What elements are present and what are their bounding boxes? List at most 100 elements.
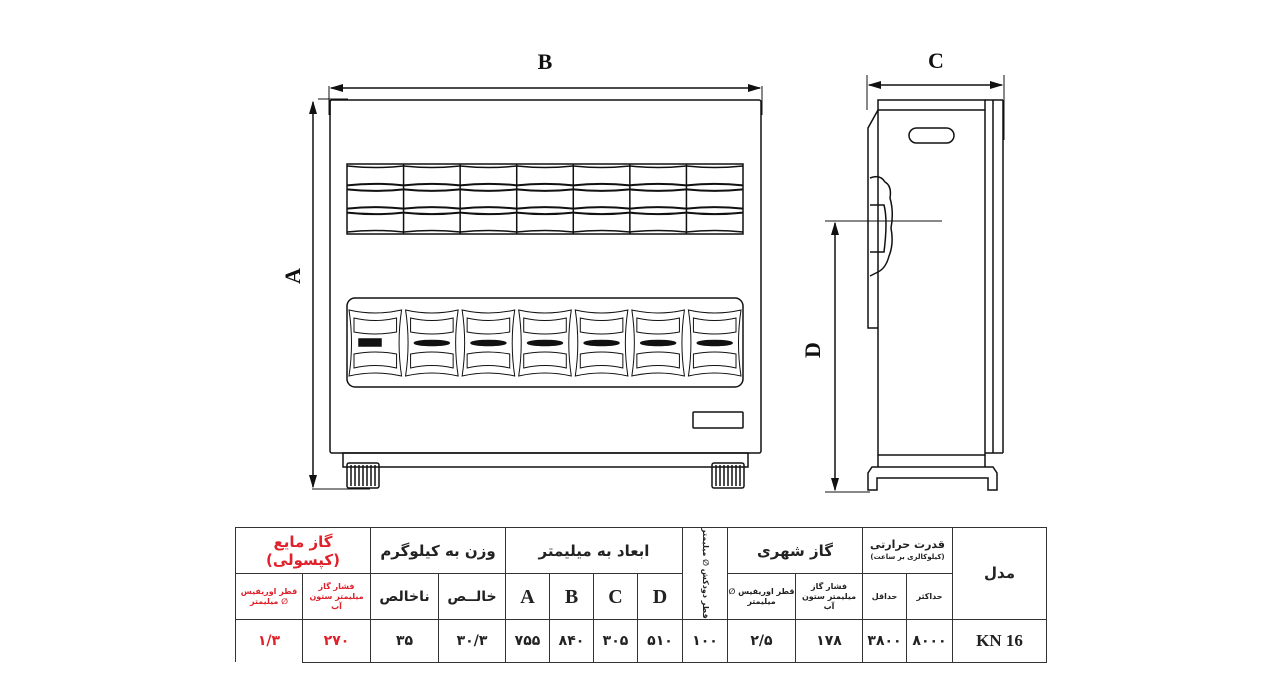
side-handle bbox=[908, 127, 955, 144]
dimension-label-a: A bbox=[280, 268, 305, 284]
burner-slot bbox=[692, 351, 737, 369]
cell-gross: ۳۵ bbox=[370, 618, 439, 663]
side-view bbox=[825, 75, 1005, 493]
header-weight: وزن به کیلوگرم bbox=[370, 526, 506, 575]
louver bbox=[460, 206, 517, 216]
heat-capacity-unit: (کیلوکالری بر ساعت) bbox=[870, 552, 945, 561]
foot-body bbox=[711, 462, 745, 489]
louver bbox=[346, 206, 404, 216]
subheader-row: قطر اوریفیس ∅ میلیمتر فشار گاز میلیمتر س… bbox=[235, 573, 1047, 620]
louver bbox=[629, 165, 687, 169]
louver bbox=[686, 229, 744, 233]
front-body bbox=[329, 99, 762, 454]
header-heat-capacity: قدرت حرارتی (کیلوکالری بر ساعت) bbox=[862, 526, 953, 575]
louver bbox=[629, 182, 687, 192]
sub-c: C bbox=[593, 573, 638, 620]
grille-frame bbox=[346, 163, 744, 235]
cell-min: ۳۸۰۰ bbox=[862, 618, 907, 663]
heat-capacity-label: قدرت حرارتی bbox=[870, 537, 945, 551]
cell-b: ۸۴۰ bbox=[549, 618, 594, 663]
sub-max: حداکثر bbox=[906, 573, 953, 620]
sub-gross: ناخالص bbox=[370, 573, 439, 620]
cell-city-orifice: ۲/۵ bbox=[727, 618, 796, 663]
header-model: مدل bbox=[952, 527, 1047, 620]
louver bbox=[460, 165, 517, 169]
sub-lpg-pressure: فشار گاز میلیمتر ستون آب bbox=[302, 573, 371, 620]
upper-grille bbox=[346, 163, 744, 235]
louver bbox=[403, 182, 461, 192]
flame-port bbox=[639, 339, 677, 347]
louver bbox=[573, 229, 630, 233]
louver bbox=[516, 182, 574, 192]
foot-left bbox=[346, 462, 380, 489]
sub-lpg-orifice: قطر اوریفیس ∅ میلیمتر bbox=[235, 573, 303, 620]
louver bbox=[573, 206, 630, 216]
front-view bbox=[308, 83, 763, 490]
louver bbox=[629, 206, 687, 216]
sub-city-pressure: فشار گاز میلیمتر ستون آب bbox=[795, 573, 863, 620]
louver bbox=[516, 165, 574, 169]
burner-slot bbox=[579, 351, 624, 369]
burner-window bbox=[346, 297, 744, 388]
badge-plate bbox=[692, 411, 744, 429]
flame-port bbox=[470, 339, 507, 347]
cell-a: ۷۵۵ bbox=[505, 618, 550, 663]
burner-cell bbox=[404, 309, 459, 377]
header-flue-diameter: قطر دودکش ∅ میلیمتر bbox=[682, 527, 728, 620]
dimension-label-b: B bbox=[538, 49, 553, 74]
louver bbox=[629, 229, 687, 233]
header-row: گاز مایع (کپسولی) وزن به کیلوگرم ابعاد ب… bbox=[235, 526, 1047, 620]
cell-flue-diameter: ۱۰۰ bbox=[682, 618, 728, 663]
flame-port bbox=[526, 339, 564, 347]
louver bbox=[686, 182, 744, 192]
cell-max: ۸۰۰۰ bbox=[906, 618, 953, 663]
burner-cell bbox=[631, 309, 686, 377]
burner-cell bbox=[461, 309, 516, 377]
burner-slot bbox=[523, 351, 567, 369]
brand-mark bbox=[358, 338, 382, 347]
burner-cell bbox=[348, 309, 403, 377]
burner-slot bbox=[636, 317, 680, 335]
foot-body bbox=[346, 462, 380, 489]
louver bbox=[686, 206, 744, 216]
burner-slot bbox=[353, 351, 398, 369]
cell-c: ۳۰۵ bbox=[593, 618, 638, 663]
lower-grille bbox=[348, 309, 742, 377]
louver bbox=[403, 165, 461, 169]
louver bbox=[516, 206, 574, 216]
base bbox=[342, 452, 749, 468]
burner-slot bbox=[636, 351, 680, 369]
flame-port bbox=[413, 339, 451, 347]
sub-b: B bbox=[549, 573, 594, 620]
dimension-label-d: D bbox=[800, 342, 825, 358]
louver bbox=[573, 182, 630, 192]
side-body bbox=[877, 99, 986, 456]
sub-net: خالــص bbox=[438, 573, 506, 620]
foot-right bbox=[711, 462, 745, 489]
header-dimensions: ابعاد به میلیمتر bbox=[505, 526, 683, 575]
louver bbox=[460, 229, 517, 233]
louver bbox=[460, 182, 517, 192]
burner-slot bbox=[353, 317, 398, 335]
sub-a: A bbox=[505, 573, 550, 620]
cell-lpg-orifice: ۱/۳ bbox=[235, 618, 303, 663]
dimension-label-c: C bbox=[928, 48, 944, 73]
flue-diameter-label: قطر دودکش ∅ میلیمتر bbox=[701, 528, 710, 619]
sub-city-orifice: قطر اوریفیس ∅ میلیمتر bbox=[727, 573, 796, 620]
side-base bbox=[867, 466, 998, 491]
louver bbox=[516, 229, 574, 233]
cell-lpg-pressure: ۲۷۰ bbox=[302, 618, 371, 663]
spec-table: گاز مایع (کپسولی) وزن به کیلوگرم ابعاد ب… bbox=[235, 526, 1047, 663]
burner-cell bbox=[518, 309, 572, 377]
burner-cell bbox=[574, 309, 629, 377]
burner-cell bbox=[687, 309, 742, 377]
header-city-gas: گاز شهری bbox=[727, 526, 863, 575]
flame-port bbox=[583, 339, 620, 347]
burner-slot bbox=[523, 317, 567, 335]
flame-port bbox=[696, 339, 733, 347]
burner-slot bbox=[466, 317, 511, 335]
table-row: ۱/۳ ۲۷۰ ۳۵ ۳۰/۳ ۷۵۵ ۸۴۰ ۳۰۵ ۵۱۰ ۱۰۰ ۲/۵ … bbox=[235, 618, 1047, 663]
cell-city-pressure: ۱۷۸ bbox=[795, 618, 863, 663]
louver bbox=[403, 229, 461, 233]
header-lpg: گاز مایع (کپسولی) bbox=[235, 526, 371, 575]
